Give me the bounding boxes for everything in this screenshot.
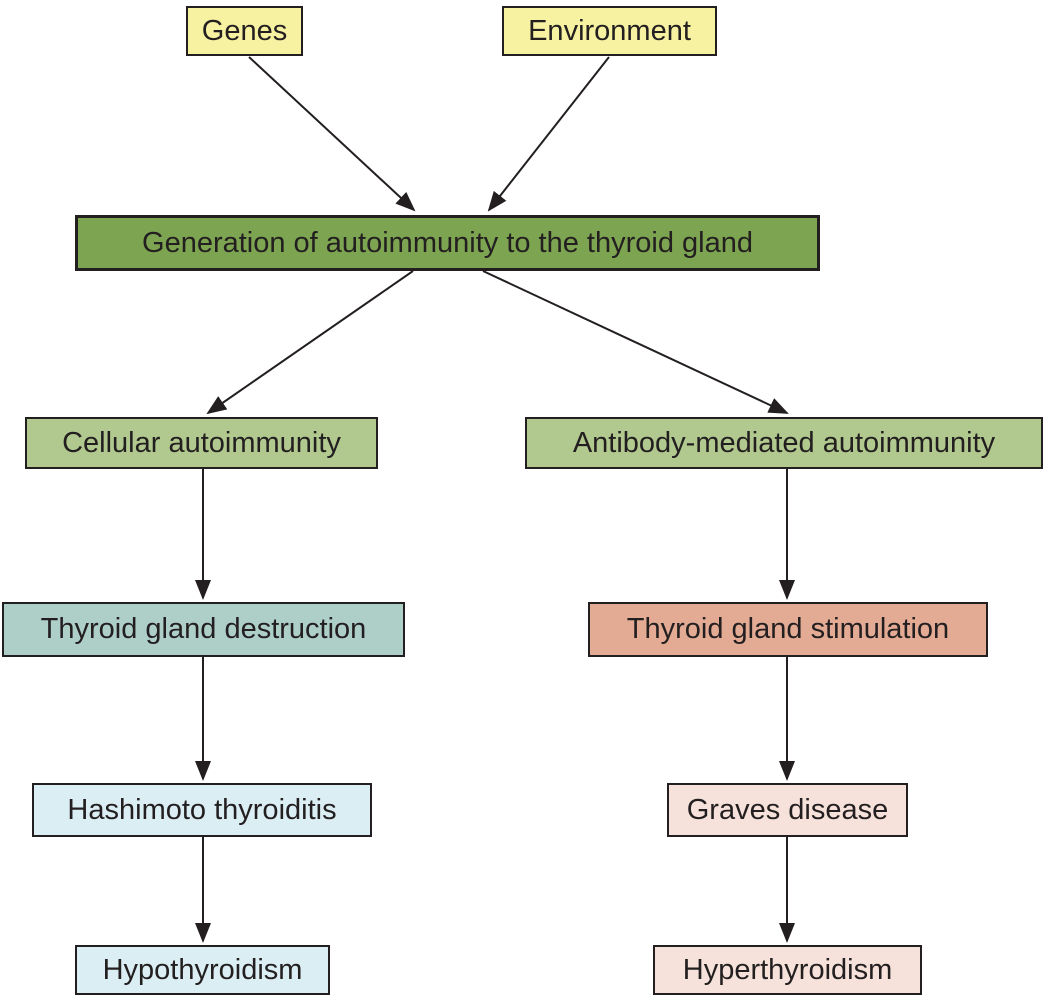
node-hyperthyroidism-label: Hyperthyroidism: [682, 953, 893, 986]
node-cellular-autoimmunity: Cellular autoimmunity: [25, 417, 378, 469]
node-hashimoto-thyroiditis: Hashimoto thyroiditis: [32, 783, 372, 837]
node-graves-label: Graves disease: [686, 793, 889, 826]
node-antibody-mediated-autoimmunity: Antibody-mediated autoimmunity: [525, 417, 1043, 469]
node-destruction-label: Thyroid gland destruction: [40, 613, 367, 645]
node-hypothyroidism: Hypothyroidism: [75, 945, 330, 995]
node-generation-label: Generation of autoimmunity to the thyroi…: [142, 226, 753, 259]
node-cellular-label: Cellular autoimmunity: [62, 426, 341, 459]
node-antibody-label: Antibody-mediated autoimmunity: [572, 426, 996, 459]
node-hypothyroidism-label: Hypothyroidism: [102, 953, 303, 986]
node-thyroid-gland-destruction: Thyroid gland destruction: [2, 602, 405, 657]
arrow-genes-to-generation: [248, 56, 416, 212]
arrow-generation-to-antibody: [482, 270, 789, 414]
node-genes-label: Genes: [201, 14, 288, 47]
node-stimulation-label: Thyroid gland stimulation: [626, 613, 950, 645]
arrow-environment-to-generation: [487, 56, 610, 212]
node-hashimoto-label: Hashimoto thyroiditis: [67, 793, 337, 826]
node-thyroid-gland-stimulation: Thyroid gland stimulation: [588, 602, 988, 657]
node-environment-label: Environment: [528, 14, 691, 47]
node-environment: Environment: [502, 6, 717, 56]
arrow-generation-to-cellular: [206, 270, 414, 415]
node-hyperthyroidism: Hyperthyroidism: [653, 945, 922, 995]
node-graves-disease: Graves disease: [667, 783, 908, 837]
node-generation-of-autoimmunity: Generation of autoimmunity to the thyroi…: [75, 215, 820, 271]
node-genes: Genes: [186, 6, 303, 56]
